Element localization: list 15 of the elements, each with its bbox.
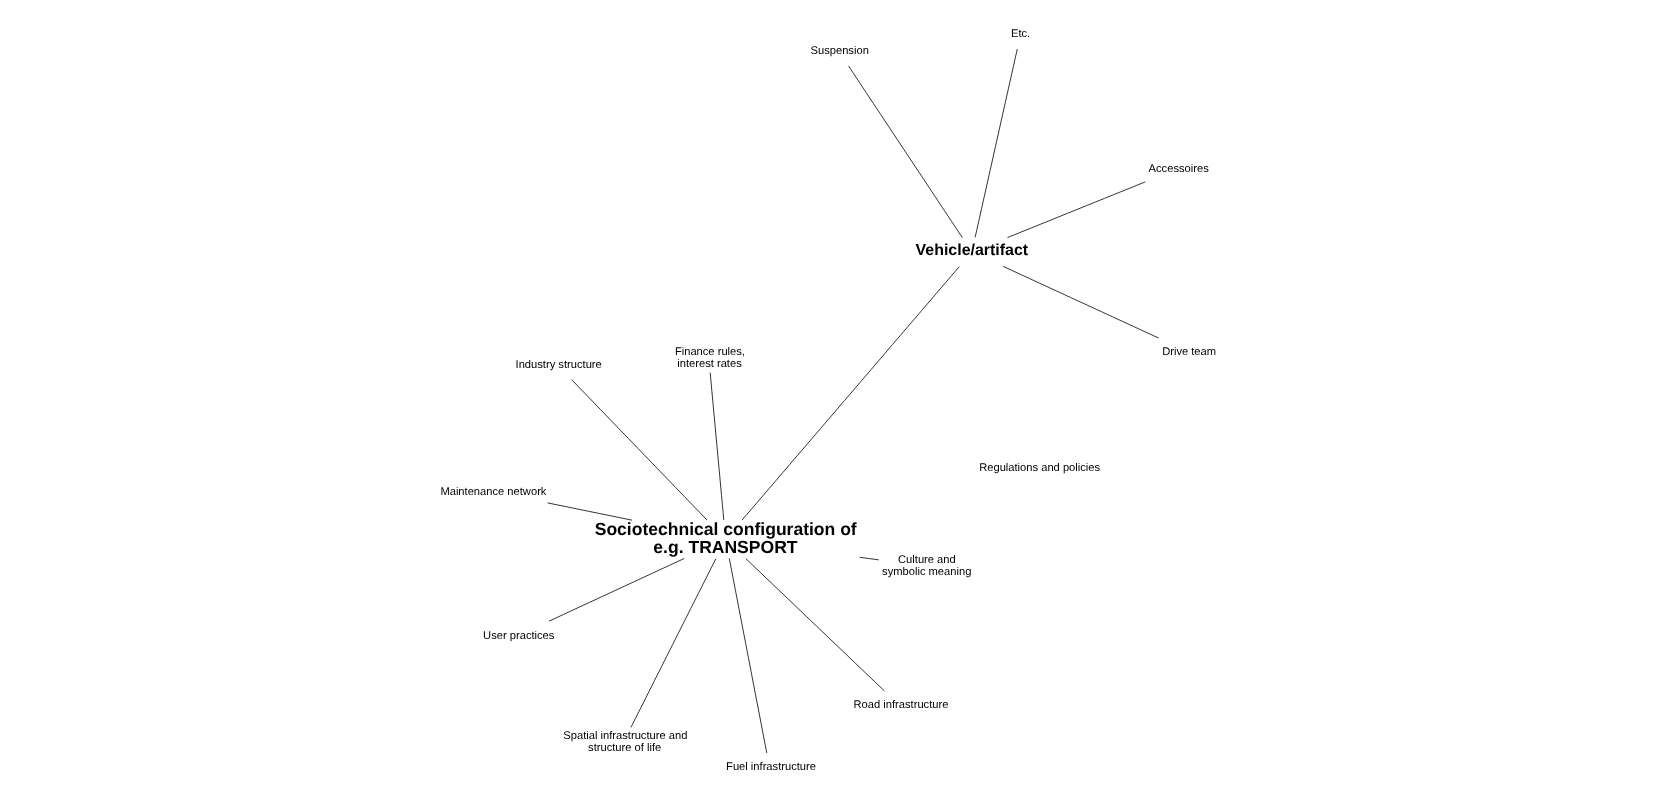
node-text: Vehicle/artifact [915, 241, 1029, 260]
connector [859, 556, 880, 561]
connector [1007, 181, 1146, 238]
connector [547, 502, 633, 521]
connector [728, 558, 768, 754]
connector [745, 558, 885, 692]
connector [848, 65, 963, 238]
connector [974, 48, 1018, 238]
connector [1002, 266, 1159, 339]
connector [709, 372, 725, 521]
connector [548, 558, 685, 622]
connector [741, 266, 960, 521]
connector [630, 558, 717, 728]
connector [571, 379, 708, 521]
node-text: Sociotechnical configuration of e.g. TRANSPORT [594, 518, 857, 557]
